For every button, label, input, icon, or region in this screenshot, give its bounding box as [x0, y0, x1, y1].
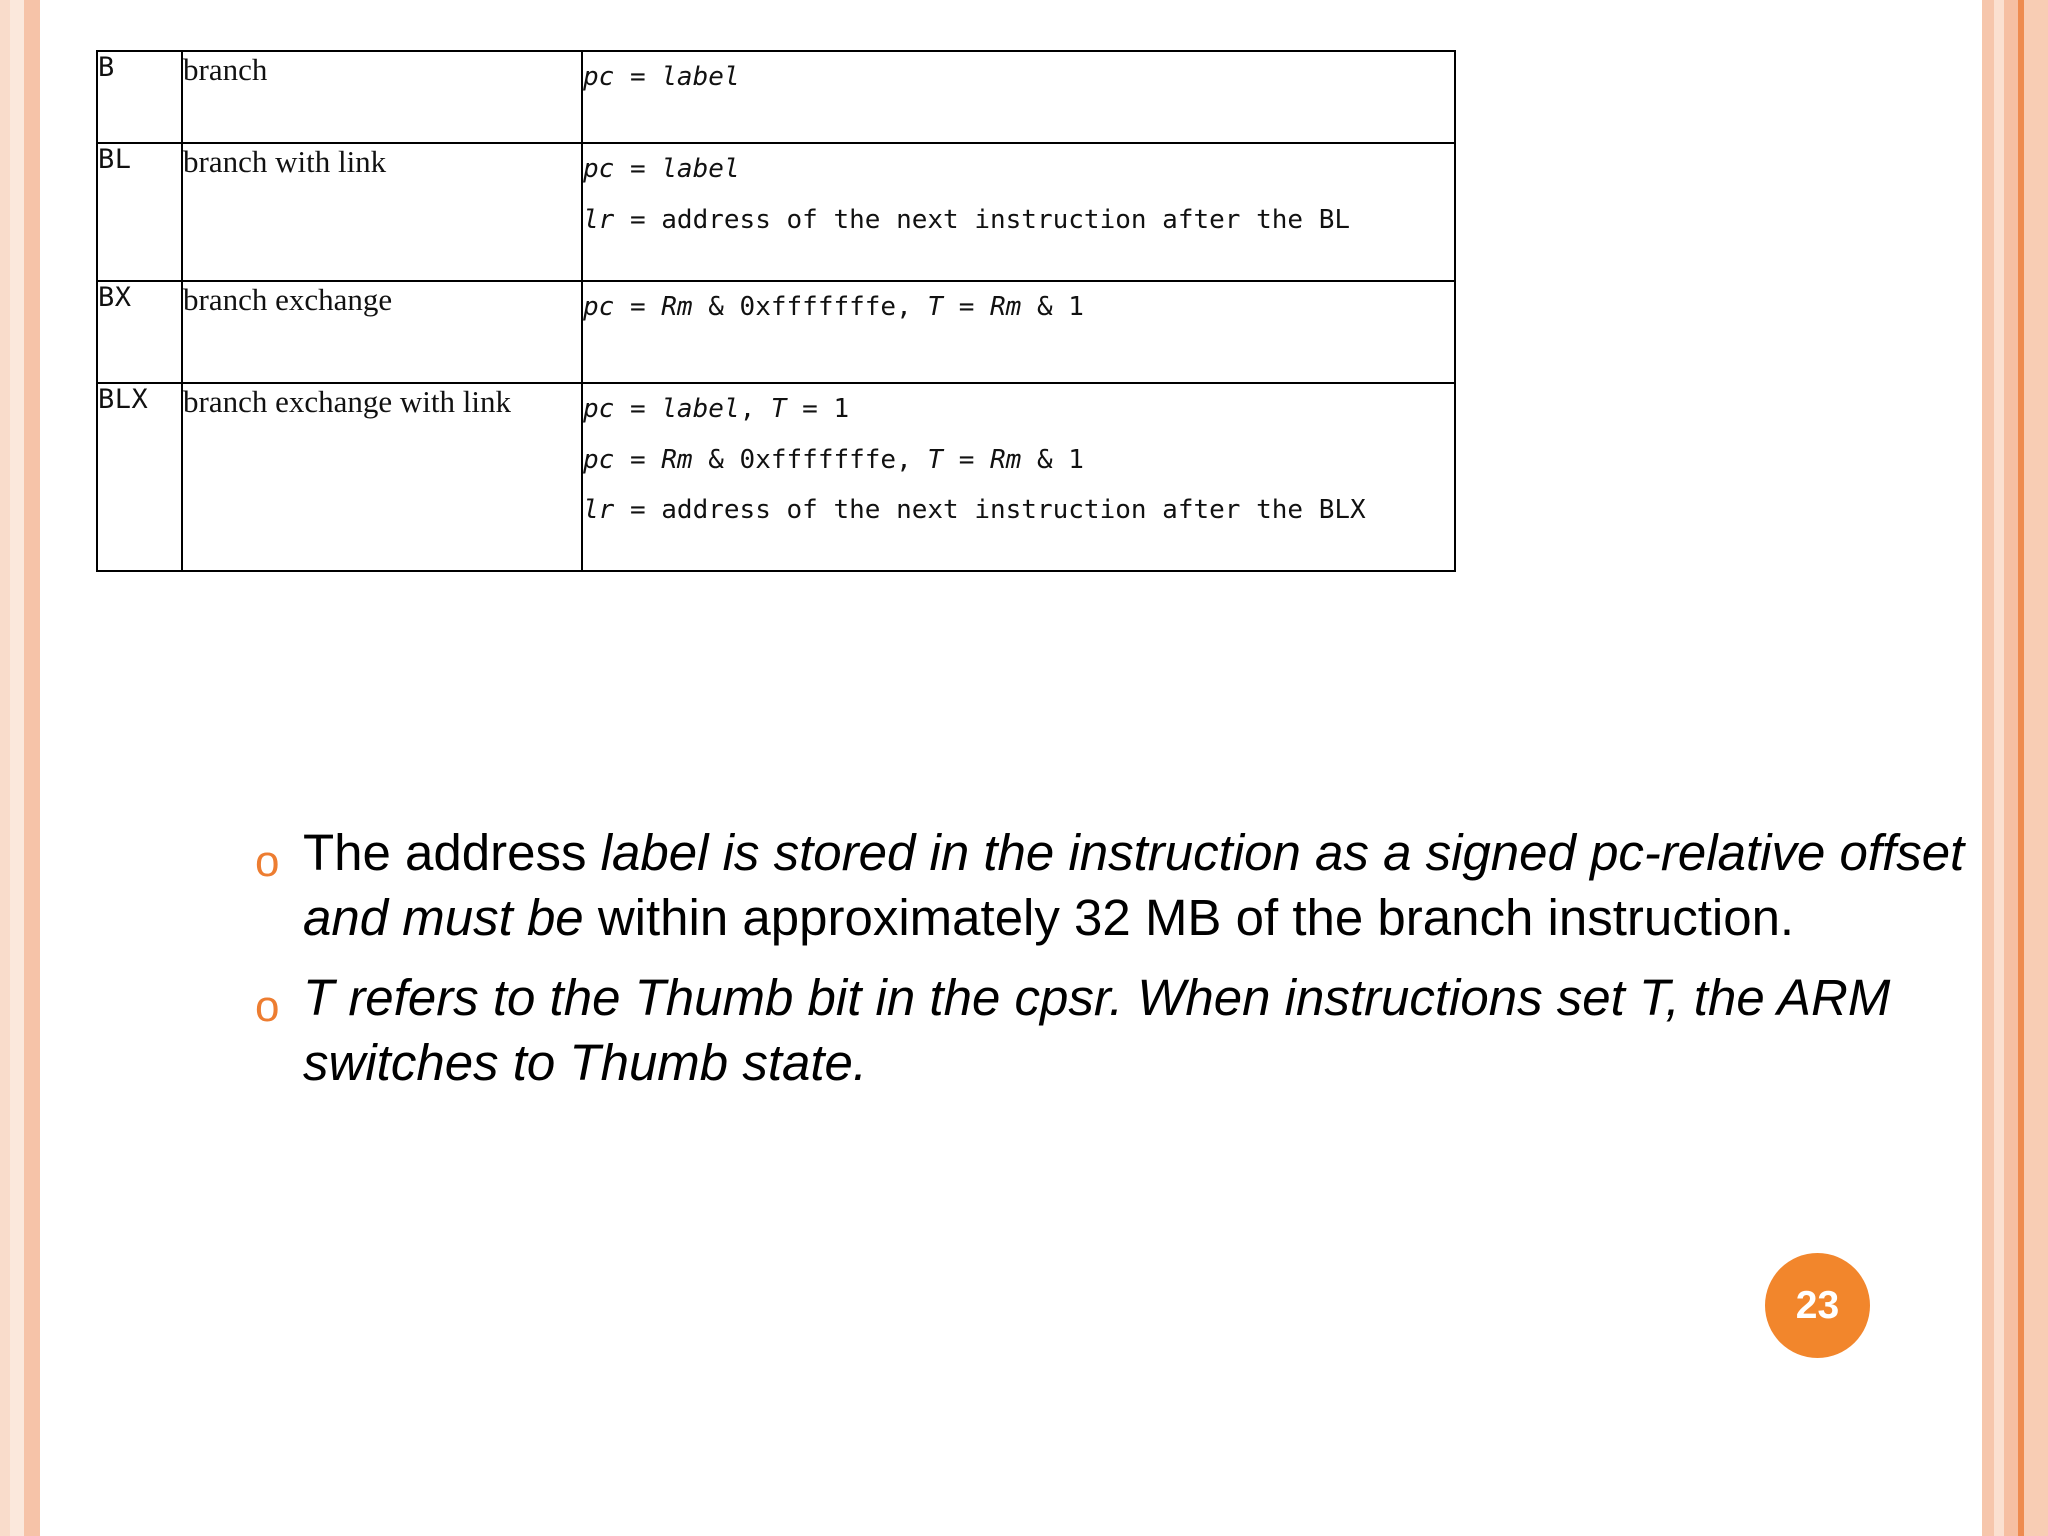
effect-line: pc = Rm & 0xfffffffe, T = Rm & 1 [583, 282, 1454, 333]
effect-text: & 1 [1021, 292, 1084, 322]
effect-text: & 0xfffffffe, [692, 444, 928, 475]
effect-line: pc = Rm & 0xfffffffe, T = Rm & 1 [583, 435, 1454, 486]
right-decorative-stripes [1968, 0, 2048, 1536]
effect-line: pc = label [583, 52, 1454, 103]
effect-variable: T [927, 444, 944, 475]
effect-variable: Rm [661, 444, 693, 475]
effect-text: = [943, 292, 991, 322]
effect-variable: pc [583, 292, 615, 322]
effect-text: = [614, 444, 662, 475]
cell-mnemonic: BX [96, 280, 183, 384]
decorative-stripe [0, 0, 10, 1536]
bullet-plain: The address [303, 824, 601, 881]
effect-text: & 1 [1021, 444, 1084, 475]
bullet-list: o The address label is stored in the inst… [255, 820, 1975, 1109]
effect-variable: pc [583, 154, 615, 184]
decorative-stripe [2004, 0, 2018, 1536]
effect-variable: T [927, 292, 944, 322]
bullet-text: The address label is stored in the instr… [303, 820, 1975, 951]
effect-text: = [614, 394, 662, 424]
cell-mnemonic: B [96, 50, 183, 144]
cell-mnemonic: BL [96, 142, 183, 282]
page-number-badge: 23 [1765, 1253, 1870, 1358]
effect-line: pc = label [583, 144, 1454, 195]
cell-effect: pc = Rm & 0xfffffffe, T = Rm & 1 [581, 280, 1456, 384]
cell-description: branch with link [181, 142, 583, 282]
effect-variable: pc [583, 394, 615, 424]
effect-variable: label [661, 394, 740, 424]
effect-text: = [943, 444, 991, 475]
bullet-emphasis: T refers to the Thumb bit in the cpsr. W… [303, 968, 1891, 1091]
decorative-stripe [2024, 0, 2048, 1536]
effect-variable: Rm [990, 444, 1022, 475]
bullet-circle-icon: o [255, 981, 280, 1031]
effect-text: = 1 [786, 394, 850, 424]
effect-variable: lr [583, 495, 615, 526]
cell-description: branch [181, 50, 583, 144]
bullet-circle-icon: o [255, 837, 280, 886]
effect-variable: Rm [661, 292, 693, 322]
bullet-emphasis: label is stored in the instruction as a … [303, 824, 1965, 947]
left-decorative-stripes [0, 0, 80, 1536]
effect-text: , [739, 394, 771, 424]
list-item: o T refers to the Thumb bit in the cpsr. … [255, 965, 1975, 1096]
effect-text: = [614, 62, 662, 92]
decorative-stripe [2018, 0, 2024, 1536]
effect-line: lr = address of the next instruction aft… [583, 485, 1454, 536]
effect-text: = [614, 154, 662, 184]
effect-text: = [614, 292, 662, 322]
cell-description: branch exchange with link [181, 382, 583, 572]
effect-text: = address of the next instruction after … [614, 495, 1366, 526]
list-item: o The address label is stored in the inst… [255, 820, 1975, 951]
cell-mnemonic: BLX [96, 382, 183, 572]
effect-variable: pc [583, 444, 615, 475]
effect-variable: label [661, 62, 740, 92]
effect-line: pc = label, T = 1 [583, 384, 1454, 435]
effect-text: & 0xfffffffe, [692, 292, 928, 322]
effect-variable: pc [583, 62, 615, 92]
effect-variable: Rm [990, 292, 1022, 322]
effect-variable: T [770, 394, 787, 424]
effect-line: lr = address of the next instruction aft… [583, 195, 1454, 246]
effect-variable: lr [583, 204, 615, 235]
cell-effect: pc = label [581, 50, 1456, 144]
bullet-plain: within approximately 32 MB of the branch… [597, 889, 1795, 947]
effect-text: = address of the next instruction after … [614, 204, 1351, 235]
decorative-stripe [1994, 0, 2004, 1536]
decorative-stripe [1968, 0, 1982, 1536]
decorative-stripe [24, 0, 40, 1536]
decorative-stripe [10, 0, 24, 1536]
cell-description: branch exchange [181, 280, 583, 384]
decorative-stripe [40, 0, 80, 1536]
effect-variable: label [661, 154, 740, 184]
bullet-text: T refers to the Thumb bit in the cpsr. W… [303, 965, 1975, 1096]
decorative-stripe [1982, 0, 1994, 1536]
